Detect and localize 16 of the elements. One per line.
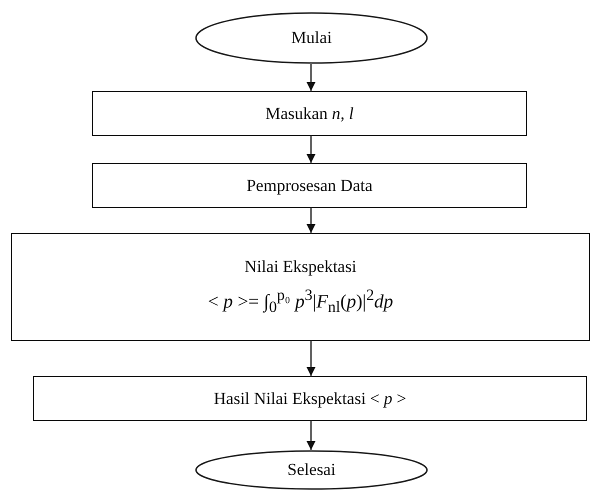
arrow [306, 208, 316, 233]
formula: < p >= ∫$_{0}$$^{p₀}$ p$^{3}$|F$_{nl}$(p)|$^{2}$dp [208, 286, 394, 318]
node-label: Hasil Nilai Ekspektasi < p > [214, 388, 406, 408]
node-label: Pemprosesan Data [246, 176, 373, 196]
node-label: Masukan n, l [265, 104, 354, 124]
arrow [306, 341, 316, 376]
node-label: Mulai [291, 28, 332, 48]
arrow [306, 421, 316, 450]
process-box [92, 163, 527, 208]
arrow [306, 136, 316, 163]
node-label: Nilai Ekspektasi [244, 256, 356, 277]
output-box [33, 376, 587, 421]
node-label: Selesai [287, 460, 336, 480]
input-box [92, 91, 527, 136]
arrow [306, 64, 316, 91]
process-box [11, 233, 590, 341]
